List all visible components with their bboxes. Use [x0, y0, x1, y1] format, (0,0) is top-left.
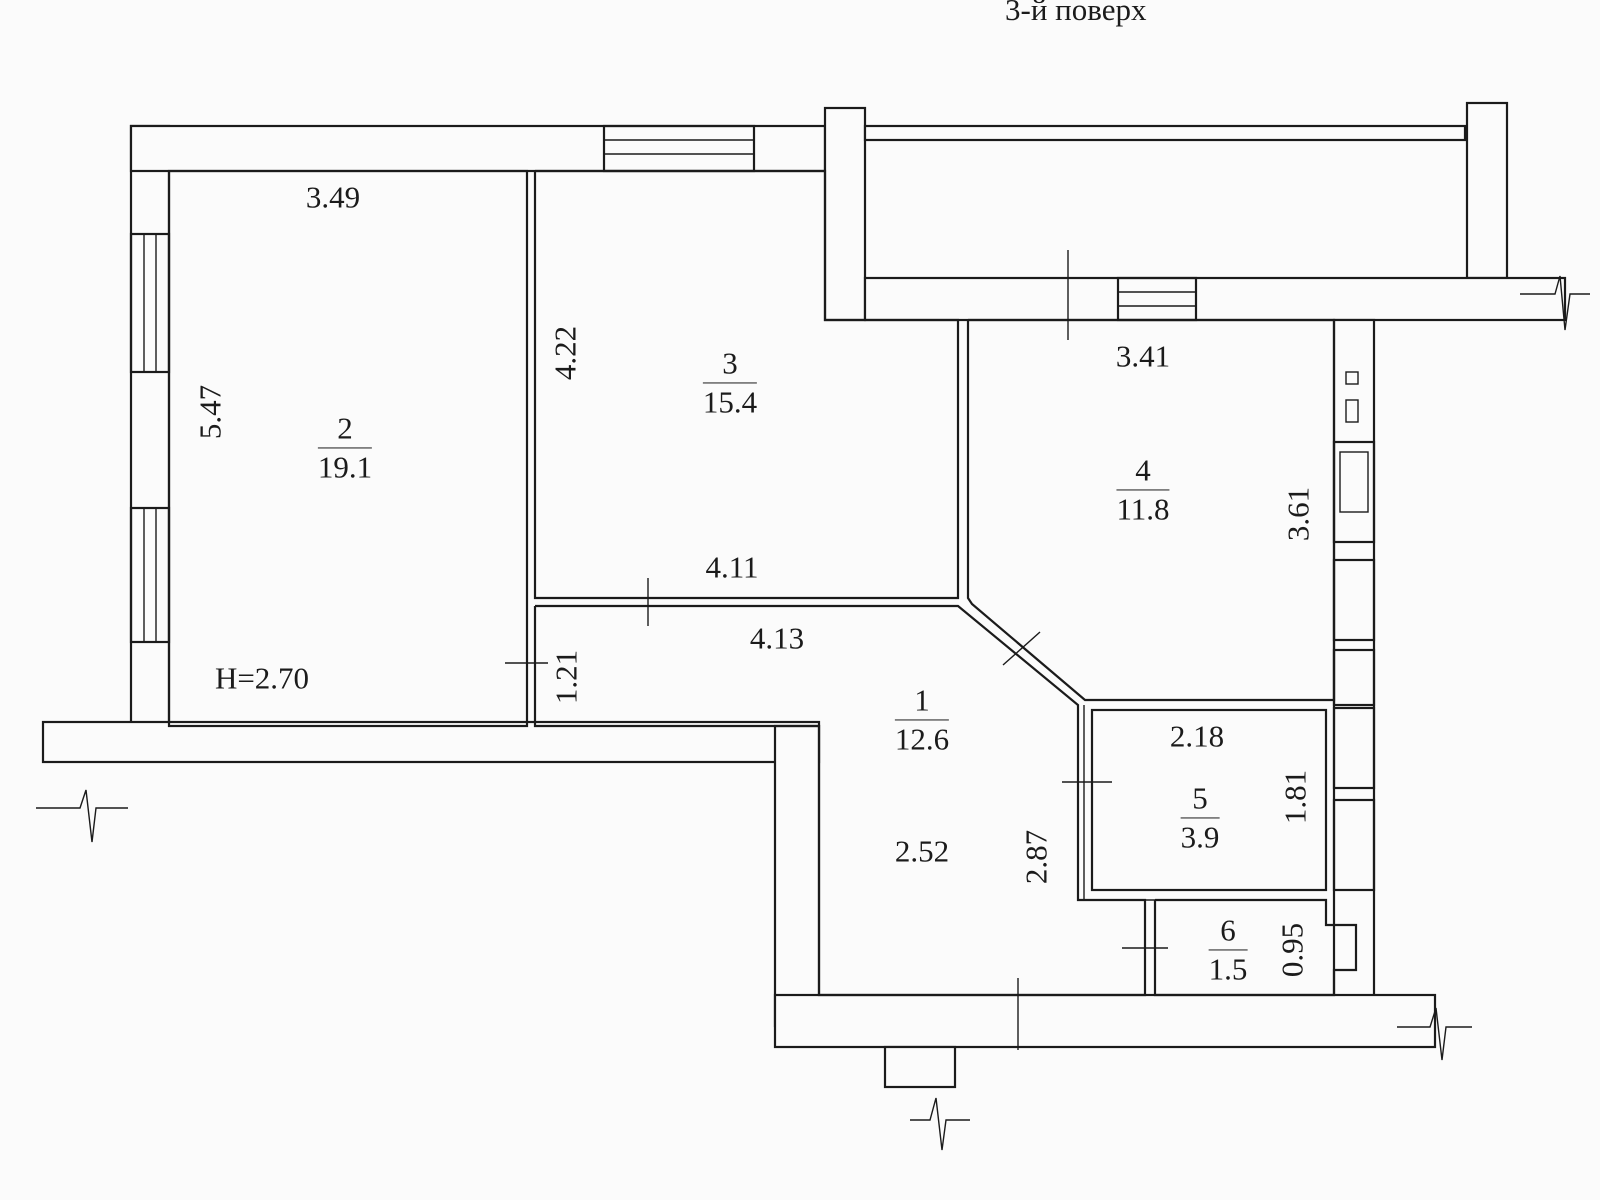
- room-6-label: 6 1.5: [1208, 914, 1248, 986]
- bottom-right-wall: [773, 993, 1437, 1049]
- room-area: 19.1: [317, 449, 373, 484]
- room-1-outline: [533, 604, 1147, 997]
- height-label: H=2.70: [214, 660, 310, 696]
- door-marks: [505, 250, 1168, 1050]
- room-4-outline: [966, 318, 1336, 702]
- room-3-label: 3 15.4: [702, 347, 758, 419]
- loggia-wall-bottom: [863, 276, 1567, 322]
- break-symbols: [36, 275, 1590, 1151]
- partitions: [526, 171, 1326, 901]
- dim-hall-length: 2.87: [1018, 829, 1054, 885]
- loggia-wall-right: [1465, 101, 1509, 280]
- room-area: 12.6: [894, 721, 950, 756]
- room-area: 3.9: [1180, 819, 1220, 854]
- floor-label: 3-й поверх: [1005, 0, 1147, 27]
- loggia-wall-top: [863, 124, 1467, 142]
- room-number: 2: [317, 412, 373, 448]
- room-2-label: 2 19.1: [317, 412, 373, 484]
- room-6-outline: [1153, 898, 1358, 997]
- room-area: 15.4: [702, 384, 758, 419]
- dim-room6-length: 0.95: [1274, 922, 1310, 978]
- room-5-label: 5 3.9: [1180, 782, 1220, 854]
- room-number: 4: [1116, 454, 1170, 490]
- bottom-left-wall: [41, 720, 821, 764]
- room-1-label: 1 12.6: [894, 684, 950, 756]
- dim-hall-width: 2.52: [894, 833, 950, 869]
- room-area: 11.8: [1116, 491, 1170, 526]
- dim-room3-length: 4.22: [547, 325, 583, 381]
- dim-room5-width: 2.18: [1169, 718, 1225, 754]
- room-number: 5: [1180, 782, 1220, 818]
- bottom-corridor-wall: [773, 724, 821, 1028]
- left-windows: [129, 232, 171, 644]
- dim-room3-width: 4.11: [705, 549, 759, 585]
- top-windows: [602, 124, 1198, 322]
- dim-hall-small: 1.21: [548, 649, 584, 705]
- top-outer-wall: [129, 124, 827, 173]
- room-5-outline: [1090, 708, 1328, 892]
- dim-hall-top: 4.13: [749, 620, 805, 656]
- room-area: 1.5: [1208, 951, 1248, 986]
- left-outer-wall: [129, 124, 171, 728]
- dim-room4-length: 3.61: [1280, 486, 1316, 542]
- dim-room2-width: 3.49: [305, 179, 361, 215]
- room-number: 1: [894, 684, 950, 720]
- dim-room5-length: 1.81: [1277, 769, 1313, 825]
- wall-column: [823, 106, 867, 322]
- dim-room2-length: 5.47: [192, 384, 228, 440]
- room-4-label: 4 11.8: [1116, 454, 1170, 526]
- dim-room4-width: 3.41: [1115, 338, 1171, 374]
- stair-wall: [883, 1045, 957, 1089]
- room-number: 3: [702, 347, 758, 383]
- right-wall-fixtures: [1332, 371, 1376, 892]
- outer-walls: [41, 101, 1567, 1089]
- room-number: 6: [1208, 914, 1248, 950]
